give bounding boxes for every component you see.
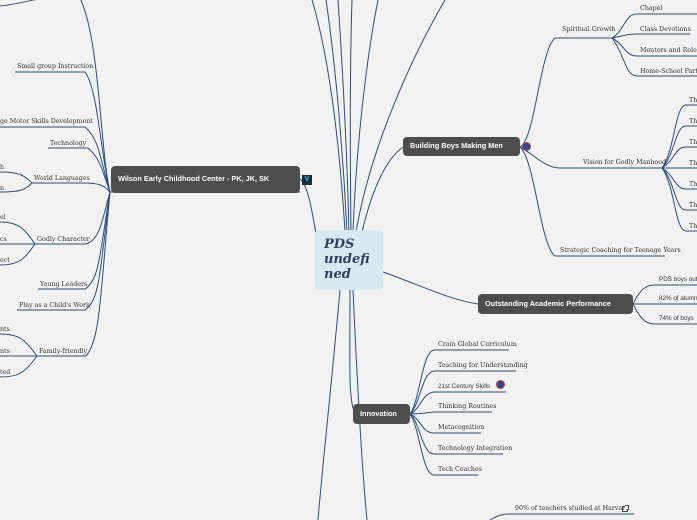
leaf-vision-2[interactable]: Th xyxy=(689,118,697,125)
leaf-technology-integration[interactable]: Technology Integration xyxy=(438,445,513,452)
leaf-tech-coaches[interactable]: Tech Coaches xyxy=(438,466,482,473)
leaf-family-friendly-3[interactable]: ted xyxy=(0,369,11,376)
leaf-outstanding-3[interactable]: 74% of boys xyxy=(659,315,694,322)
leaf-vision-5[interactable]: Th xyxy=(689,181,697,188)
leaf-family-friendly-2[interactable]: nts xyxy=(0,348,10,355)
leaf-chapel[interactable]: Chapel xyxy=(640,5,663,12)
shield-icon xyxy=(522,142,531,151)
subtopic-play[interactable]: Play as a Child's Work xyxy=(19,302,90,309)
external-link-icon[interactable] xyxy=(622,505,629,512)
leaf-godly-character-2[interactable]: cs xyxy=(0,236,7,243)
topic-innovation-label: Innovation xyxy=(360,408,397,418)
subtopic-small-group[interactable]: Small group Instruction xyxy=(17,63,94,70)
leaf-teaching-understanding[interactable]: Teaching for Understanding xyxy=(438,362,528,369)
subtopic-strategic-coaching[interactable]: Strategic Coaching for Teenage Years xyxy=(560,247,681,254)
leaf-godly-character-3[interactable]: ect xyxy=(0,257,10,264)
leaf-metacognition[interactable]: Metacognition xyxy=(438,424,485,431)
subtopic-family-friendly[interactable]: Family-friendly xyxy=(39,348,88,355)
subtopic-vision-godly-manhood[interactable]: Vision for Godly Manhood xyxy=(583,159,667,166)
leaf-vision-3[interactable]: Th xyxy=(689,139,697,146)
topic-building-boys[interactable]: Building Boys Making Men xyxy=(403,137,520,156)
leaf-harvard-teachers[interactable]: 90% of teachers studied at Harvard xyxy=(515,505,630,512)
leaf-vision-4[interactable]: Th xyxy=(689,160,697,167)
leaf-outstanding-1[interactable]: PDS boys out xyxy=(659,276,697,283)
leaf-crain-global[interactable]: Crain Global Curriculum xyxy=(438,341,517,348)
leaf-home-school[interactable]: Home-School Partne xyxy=(640,68,697,75)
topic-outstanding-academic[interactable]: Outstanding Academic Performance xyxy=(478,294,633,314)
leaf-family-friendly-1[interactable]: nts xyxy=(0,326,10,333)
subtopic-young-leaders[interactable]: Young Leaders xyxy=(40,281,88,288)
v-icon[interactable]: V xyxy=(302,175,312,185)
subtopic-world-languages[interactable]: World Languages xyxy=(34,175,90,182)
subtopic-spiritual-growth[interactable]: Spiritual Growth xyxy=(562,26,616,33)
leaf-class-devotions[interactable]: Class Devotions xyxy=(640,26,691,33)
leaf-world-languages-2[interactable]: n xyxy=(0,185,5,192)
subtopic-technology[interactable]: Technology xyxy=(50,140,87,147)
leaf-21st-century[interactable]: 21st Century Skills xyxy=(438,383,491,390)
central-topic[interactable]: PDS undefi ned xyxy=(315,230,383,290)
leaf-mentors[interactable]: Mentors and Role M xyxy=(640,47,697,54)
topic-innovation[interactable]: Innovation xyxy=(353,404,410,424)
topic-wilson-label: Wilson Early Childhood Center - PK, JK, … xyxy=(118,174,270,184)
shield-icon xyxy=(496,380,505,389)
central-title-line-1: PDS xyxy=(324,237,355,252)
subtopic-motor-skills[interactable]: ge Motor Skills Development xyxy=(0,118,93,125)
central-title-line-3: ned xyxy=(324,267,351,282)
topic-wilson-early-childhood[interactable]: Wilson Early Childhood Center - PK, JK, … xyxy=(111,166,300,193)
leaf-vision-6[interactable]: Th xyxy=(689,202,697,209)
leaf-vision-1[interactable]: Th xyxy=(689,97,697,104)
leaf-godly-character-1[interactable]: el xyxy=(0,214,6,221)
topic-building-boys-label: Building Boys Making Men xyxy=(410,141,503,151)
leaf-outstanding-2[interactable]: 82% of alumn xyxy=(659,295,697,302)
leaf-world-languages-1[interactable]: h xyxy=(0,164,5,171)
central-title-line-2: undefi xyxy=(324,252,370,267)
subtopic-godly-character[interactable]: Godly Character xyxy=(37,236,90,243)
leaf-thinking-routines[interactable]: Thinking Routines xyxy=(438,403,497,410)
topic-outstanding-label: Outstanding Academic Performance xyxy=(485,298,611,308)
leaf-vision-7[interactable]: Th xyxy=(689,223,697,230)
